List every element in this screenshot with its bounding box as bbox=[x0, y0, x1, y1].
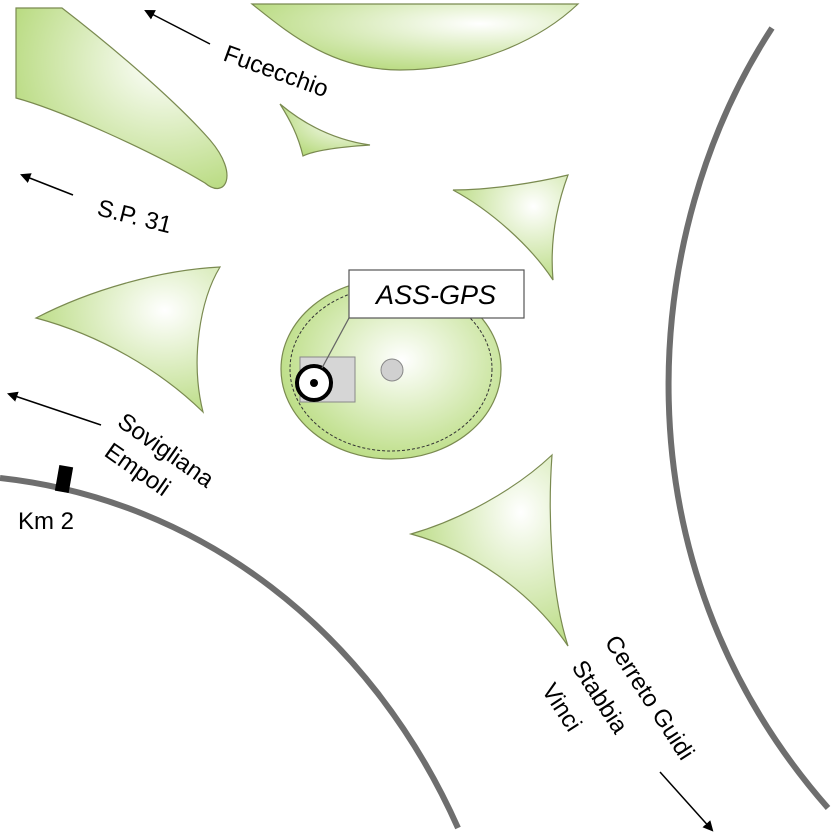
road-edge-right bbox=[665, 26, 831, 810]
gps-station-dot bbox=[310, 379, 318, 387]
arrow-cerreto bbox=[659, 771, 714, 832]
green-island-top-left bbox=[15, 7, 228, 189]
station-label: ASS-GPS bbox=[374, 280, 496, 310]
green-island-top-center bbox=[250, 3, 580, 71]
green-island-left-triangle bbox=[34, 266, 222, 414]
station-label-box bbox=[348, 269, 525, 319]
green-island-small-triangle bbox=[279, 103, 371, 157]
label-fucecchio: Fucecchio bbox=[220, 40, 332, 103]
road-edge-left bbox=[0, 475, 461, 830]
arrow-fucecchio bbox=[144, 10, 211, 45]
label-sp31: S.P. 31 bbox=[95, 195, 175, 239]
callout-leader bbox=[321, 317, 350, 369]
green-island-right-triangle bbox=[452, 174, 569, 281]
green-island-bottom-triangle bbox=[408, 453, 569, 647]
km-marker bbox=[54, 464, 74, 494]
arrow-sp31 bbox=[20, 173, 74, 196]
center-marker bbox=[380, 358, 404, 382]
arrow-sovigliana bbox=[7, 391, 102, 426]
km-marker-label: Km 2 bbox=[18, 508, 74, 535]
